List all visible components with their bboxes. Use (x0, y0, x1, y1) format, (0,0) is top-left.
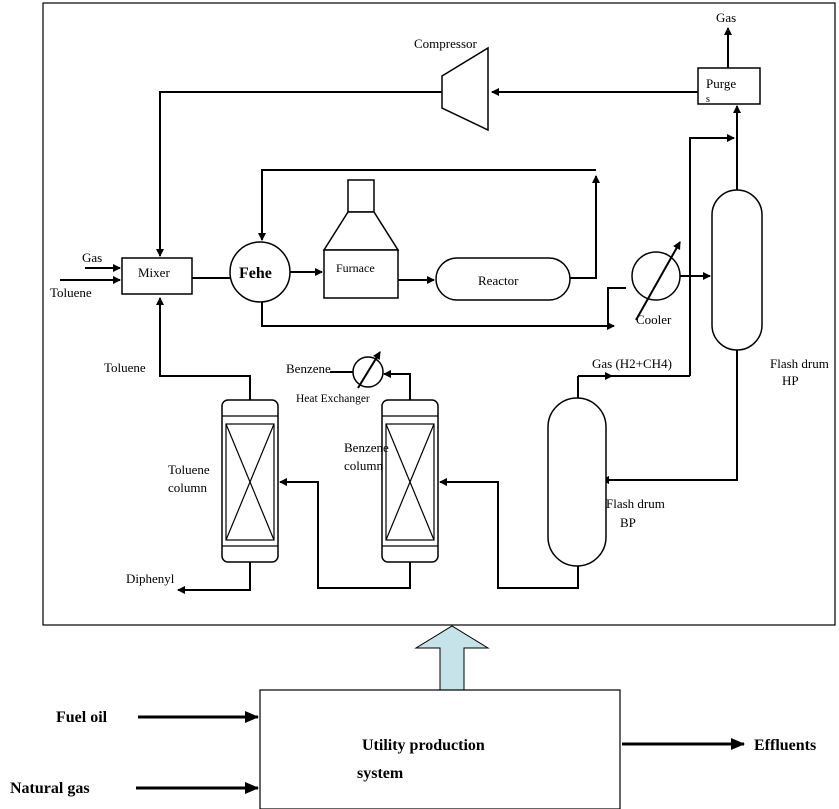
reactor-effluent-up (570, 175, 600, 279)
furnace-box (323, 249, 399, 299)
toluene-recycle-stream (156, 297, 251, 400)
natural-gas-label: Natural gas (10, 780, 90, 797)
heat-exchanger-diagonal (357, 351, 381, 389)
gas-h2-ch4-label: Gas (H2+CH4) (592, 356, 672, 371)
toluene-column-packing (225, 423, 275, 541)
toluene-column-label-1: Toluene (168, 462, 210, 477)
cooler-label: Cooler (636, 312, 672, 327)
purge-box (697, 67, 761, 105)
utility-box-line1: Utility production (362, 737, 485, 754)
flash-hp-label-1: Flash drum (770, 356, 829, 371)
purge-label: Purge (706, 76, 736, 91)
flash-bp-label-1: Flash drum (606, 496, 665, 511)
utility-production-box (259, 689, 621, 809)
gas-vent-label: Gas (716, 10, 736, 25)
flash-drum-bp (547, 397, 607, 567)
diphenyl-stream (177, 562, 251, 594)
benzene-overhead-stream (383, 370, 411, 400)
recycle-to-mixer-stream (156, 91, 442, 257)
furnace-label: Furnace (336, 261, 375, 275)
compressor-icon (441, 46, 489, 132)
fuel-oil-label: Fuel oil (56, 709, 108, 726)
process-frame (42, 2, 836, 626)
benzene-column-packing (385, 423, 435, 541)
mixer-box (121, 257, 193, 295)
effluents-label: Effluents (754, 737, 816, 754)
mixer-label: Mixer (138, 265, 170, 280)
toluene-feed-label: Toluene (50, 285, 92, 300)
benzene-column-label-1: Benzene (344, 440, 389, 455)
fehe-label: Fehe (239, 265, 272, 282)
utility-box-line2: system (357, 765, 404, 782)
benzene-out-label: Benzene (286, 361, 331, 376)
flash-bp-label-2: BP (620, 515, 636, 530)
benzene-bottom-to-toluene-column-stream (279, 478, 411, 589)
purge-suffix: s (706, 94, 710, 105)
furnace-hood (322, 211, 400, 251)
benzene-column-label-2: column (344, 458, 383, 473)
cooler-exchanger (631, 251, 681, 301)
diphenyl-label: Diphenyl (126, 571, 175, 586)
furnace-stack (347, 179, 375, 213)
toluene-column-label-2: column (168, 480, 207, 495)
light-gas-to-purge-stream (689, 134, 735, 376)
effluent-to-fehe-stream (258, 169, 596, 241)
flash-drum-hp (711, 189, 763, 351)
compressor-label: Compressor (414, 36, 478, 51)
heat-exchanger-label: Heat Exchanger (296, 393, 370, 405)
flash-bp-to-benzene-column-stream (439, 478, 579, 589)
gas-feed-label: Gas (82, 250, 102, 265)
cooler-diagonal-arrow (635, 241, 681, 321)
utility-to-process-arrow (414, 625, 490, 691)
flash-hp-to-flash-bp-stream (601, 350, 738, 484)
reactor-label: Reactor (478, 273, 519, 288)
toluene-recycle-label: Toluene (104, 360, 146, 375)
flash-hp-label-2: HP (782, 373, 799, 388)
